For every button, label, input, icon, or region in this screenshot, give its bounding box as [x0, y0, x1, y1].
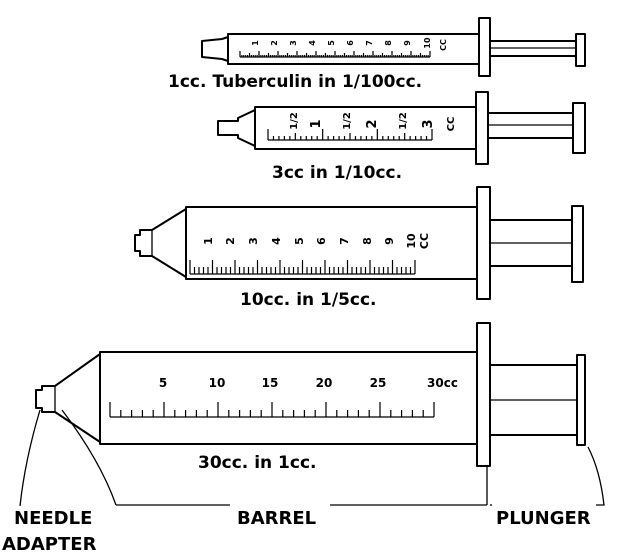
- syringe-2-scale-label: 3: [421, 119, 436, 128]
- syringe-4-scale-label: 15: [262, 376, 279, 390]
- syringe-3-scale-label: 1: [202, 237, 215, 245]
- syringe-3-scale-label: 5: [293, 237, 306, 245]
- syringe-2-needle-adapter: [217, 109, 256, 147]
- syringe-3-caption: 10cc. in 1/5cc.: [240, 290, 377, 310]
- syringe-4-scale-label: 5: [159, 376, 167, 390]
- syringe-4-tick-marks: [109, 402, 435, 418]
- syringe-1-scale-labels: 1 2 3 4 5 6 7 8 9 10 CC: [251, 37, 448, 51]
- syringe-3-unit-label: CC: [418, 233, 431, 249]
- syringe-4-plunger-thumb: [576, 354, 586, 446]
- syringe-3-scale-label: 7: [338, 237, 351, 245]
- syringe-1-scale-label: 7: [365, 40, 374, 46]
- syringe-1-scale-label: 3: [289, 40, 298, 46]
- syringe-1-scale-label: 2: [270, 40, 279, 46]
- syringe-4-scale-label: 20: [316, 376, 333, 390]
- syringe-3-needle-adapter: [134, 208, 187, 278]
- needle-adapter-label-line2: ADAPTER: [2, 534, 97, 555]
- syringe-2-scale-label: 1/2: [398, 112, 409, 130]
- syringe-3-scale-label: 2: [224, 237, 237, 245]
- syringe-4-finger-flange: [476, 322, 491, 467]
- syringe-1-scale-label: 9: [403, 40, 412, 46]
- syringe-1-scale-label: 6: [346, 40, 355, 46]
- syringe-4-needle-adapter: [35, 353, 101, 443]
- syringe-4-scale-label: 10: [209, 376, 226, 390]
- syringe-1-unit-label: CC: [439, 39, 448, 51]
- syringe-1-needle-adapter: [201, 36, 229, 62]
- syringe-4-barrel: [99, 351, 478, 445]
- syringe-3-plunger-thumb: [571, 205, 584, 283]
- syringe-3-tick-marks: [189, 260, 416, 275]
- needle-adapter-leader: [19, 409, 41, 507]
- syringe-3-scale-label: 8: [361, 237, 374, 245]
- needle-adapter-label: NEEDLE: [14, 508, 92, 529]
- syringe-1-scale-label: 1: [251, 40, 260, 46]
- syringe-2-scale-label: 1: [309, 119, 324, 128]
- syringe-2-scale-label: 1/2: [289, 112, 300, 130]
- syringe-1-tick-marks: [239, 51, 431, 58]
- plunger-leader: [587, 446, 605, 506]
- syringe-3-scale-label: 10: [405, 233, 418, 249]
- syringe-1-scale-label: 5: [327, 40, 336, 46]
- syringe-3-scale-label: 9: [383, 237, 396, 245]
- syringe-2-scale-label: 1/2: [342, 112, 353, 130]
- syringe-1-finger-flange: [478, 17, 491, 77]
- syringe-4-caption: 30cc. in 1cc.: [198, 453, 316, 473]
- syringe-4-scale-label: 30cc: [427, 376, 458, 390]
- syringe-1-plunger-thumb: [575, 33, 586, 67]
- syringe-3-scale-label: 4: [270, 237, 283, 245]
- syringe-2-unit-label: CC: [446, 117, 457, 132]
- plunger-label: PLUNGER: [496, 508, 591, 529]
- syringe-3-scale-label: 3: [247, 237, 260, 245]
- syringe-2-caption: 3cc in 1/10cc.: [272, 163, 402, 183]
- syringe-2-scale-label: 2: [365, 119, 380, 128]
- syringe-2-plunger-thumb: [572, 102, 586, 154]
- syringe-3-scale-label: 6: [315, 237, 328, 245]
- syringe-3-scale-labels: 1 2 3 4 5 6 7 8 9 10 CC: [202, 233, 431, 249]
- syringe-3-finger-flange: [476, 186, 491, 300]
- syringe-2-finger-flange: [475, 91, 489, 165]
- syringe-1-scale-label: 8: [384, 40, 393, 46]
- syringe-2-scale-labels: 1/2 1 1/2 2 1/2 3 CC: [289, 112, 457, 131]
- syringe-1cc: 1 2 3 4 5 6 7 8 9 10 CC 1cc. Tuberculin …: [168, 17, 586, 92]
- syringe-10cc: 1 2 3 4 5 6 7 8 9 10 CC 10cc. in 1/5cc.: [134, 186, 584, 310]
- syringe-2-tick-marks: [267, 129, 433, 141]
- syringe-4-scale-labels: 5 10 15 20 25 30cc: [159, 376, 458, 390]
- syringe-3cc: 1/2 1 1/2 2 1/2 3 CC 3cc in 1/10cc.: [217, 91, 586, 183]
- syringe-1-caption: 1cc. Tuberculin in 1/100cc.: [168, 72, 422, 92]
- syringe-30cc: 5 10 15 20 25 30cc 30cc. in 1cc.: [35, 322, 586, 473]
- barrel-label: BARREL: [237, 508, 316, 529]
- barrel-leader-left: [61, 409, 117, 506]
- syringe-1-scale-label: 10: [423, 37, 432, 49]
- part-callouts: NEEDLE ADAPTER BARREL PLUNGER: [2, 409, 605, 555]
- syringe-1-scale-label: 4: [308, 40, 317, 46]
- syringe-4-scale-label: 25: [370, 376, 387, 390]
